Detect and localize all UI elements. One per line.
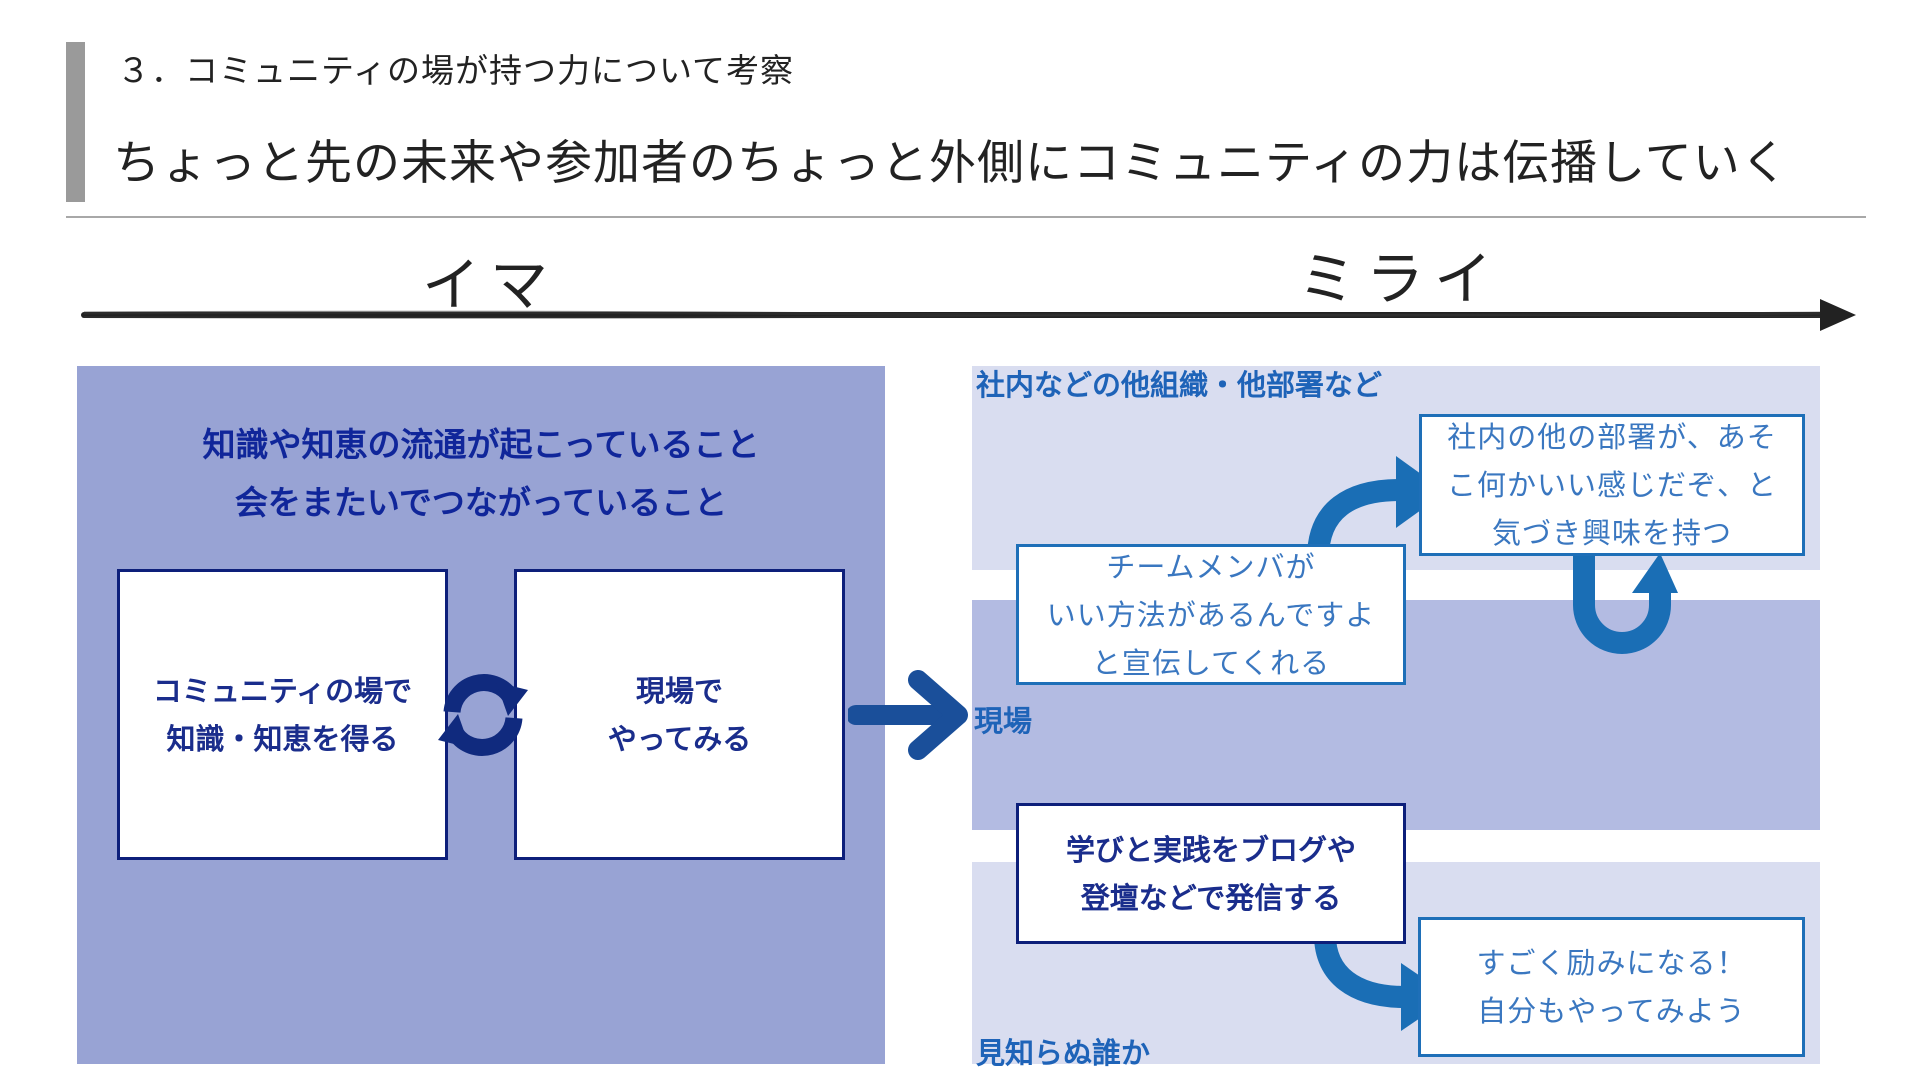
panel-heading-line1: 知識や知恵の流通が起こっていること (202, 425, 760, 464)
box-text-line: コミュニティの場で (152, 673, 413, 708)
box-text-line: 現場で (635, 673, 723, 708)
band-label-other-departments: 社内などの他組織・他部署など (976, 368, 1383, 402)
slide-headline: ちょっと先の未来や参加者のちょっと外側にコミュニティの力は伝播していく (113, 136, 1789, 191)
timeline-arrow-icon (81, 299, 1856, 331)
team-member-promotes-box: チームメンバが いい方法があるんですよ と宣伝してくれる (1016, 544, 1406, 685)
band-label-field: 現場 (974, 704, 1033, 738)
era-label-now: イマ (421, 251, 558, 319)
encouragement-box: すごく励みになる！ 自分もやってみよう (1418, 917, 1805, 1057)
box-text-line: こ何かいい感じだぞ、と (1446, 468, 1777, 502)
box-text-line: 社内の他の部署が、あそ (1447, 420, 1777, 454)
other-department-interest-box: 社内の他の部署が、あそ こ何かいい感じだぞ、と 気づき興味を持つ (1419, 414, 1805, 556)
box-text-line: 自分もやってみよう (1477, 994, 1746, 1028)
panel-heading-line2: 会をまたいでつながっていること (234, 483, 728, 522)
box-text-line: チームメンバが (1106, 549, 1316, 584)
box-text-line: すごく励みになる！ (1476, 946, 1747, 980)
band-label-strangers: 見知らぬ誰か (976, 1036, 1151, 1070)
arrow-right-icon (848, 670, 968, 760)
header-divider (66, 216, 1866, 218)
box-text-line: と宣伝してくれる (1091, 645, 1331, 680)
community-learning-box: コミュニティの場で 知識・知恵を得る (117, 569, 448, 860)
field-practice-box: 現場で やってみる (514, 569, 845, 860)
share-learning-box: 学びと実践をブログや 登壇などで発信する (1016, 803, 1406, 944)
title-accent-bar (66, 42, 85, 202)
refresh-cycle-icon (438, 674, 528, 756)
box-text-line: 知識・知恵を得る (166, 721, 399, 756)
box-text-line: いい方法があるんですよ (1046, 597, 1376, 632)
u-turn-arrow-icon (1573, 545, 1678, 654)
section-subtitle: ３．コミュニティの場が持つ力について考察 (117, 51, 795, 90)
box-text-line: 気づき興味を持つ (1491, 516, 1732, 550)
box-text-line: やってみる (607, 721, 752, 756)
box-text-line: 学びと実践をブログや (1065, 832, 1356, 867)
box-text-line: 登壇などで発信する (1080, 880, 1342, 915)
era-label-future: ミライ (1297, 245, 1502, 313)
